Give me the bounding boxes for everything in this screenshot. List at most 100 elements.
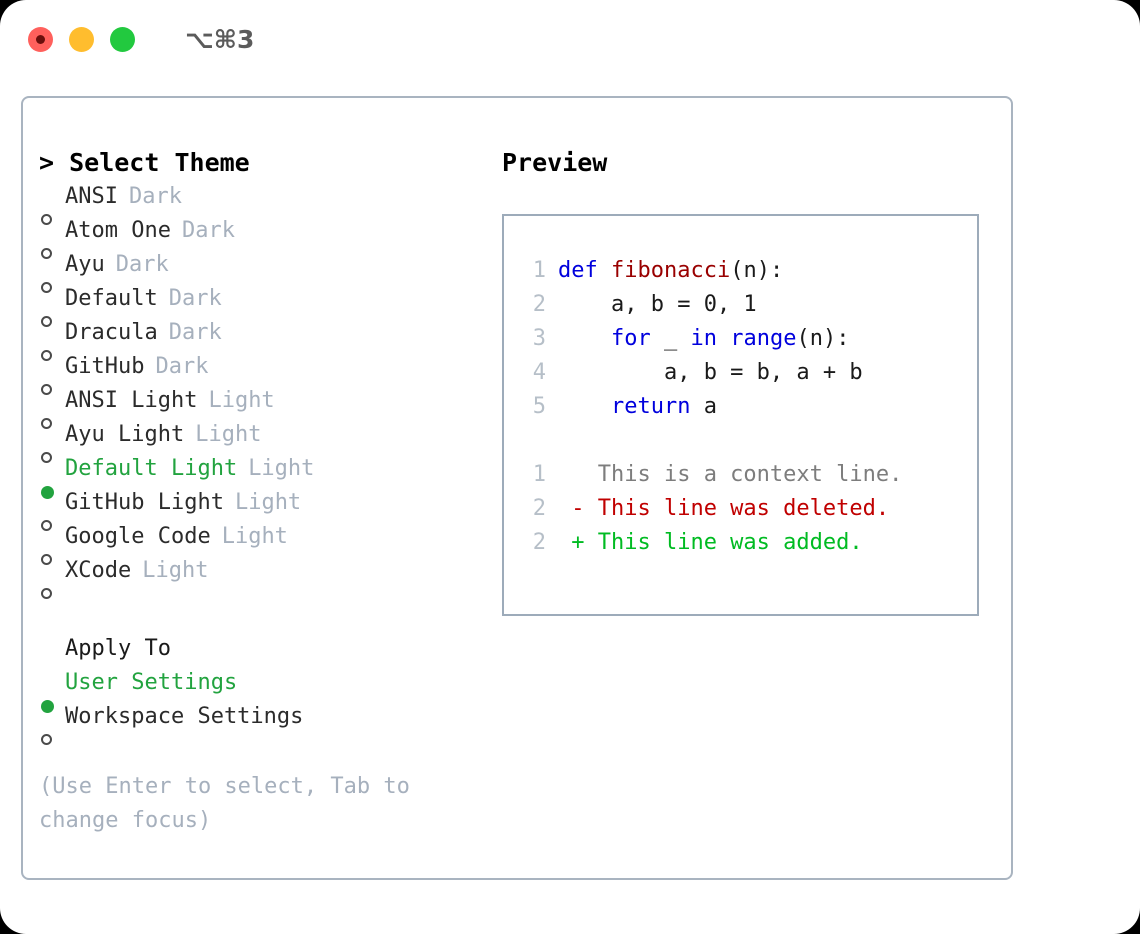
maximize-button-icon[interactable] bbox=[110, 26, 135, 52]
theme-item[interactable]: ANSI Dark bbox=[39, 180, 479, 225]
theme-item[interactable]: Google Code Light bbox=[39, 520, 479, 565]
line-number: 1 bbox=[532, 462, 546, 487]
line-number: 2 bbox=[532, 496, 546, 521]
theme-item[interactable]: ANSI Light Light bbox=[39, 384, 479, 429]
code-line: 4 a, b = b, a + b bbox=[516, 356, 977, 390]
line-number: 1 bbox=[532, 258, 546, 283]
theme-item[interactable]: Default Dark bbox=[39, 282, 479, 327]
diff-line-text: - This line was deleted. bbox=[558, 496, 890, 521]
theme-item[interactable]: GitHub Dark bbox=[39, 350, 479, 395]
theme-item[interactable]: Dracula Dark bbox=[39, 316, 479, 361]
theme-variant-label: Dark bbox=[168, 320, 222, 345]
theme-variant-label: Dark bbox=[115, 252, 169, 277]
code-token: a, b = b, a + b bbox=[558, 360, 863, 385]
code-token: return bbox=[610, 394, 691, 419]
theme-variant-label: Light bbox=[234, 490, 302, 515]
theme-item[interactable]: Atom One Dark bbox=[39, 214, 479, 259]
theme-variant-label: Dark bbox=[155, 354, 209, 379]
theme-label: Default bbox=[65, 286, 158, 311]
theme-variant-label: Light bbox=[142, 558, 209, 583]
code-token: _ bbox=[650, 326, 691, 351]
line-number: 3 bbox=[532, 326, 546, 351]
code-line: 3 for _ in range(n): bbox=[516, 322, 977, 356]
window-controls bbox=[28, 26, 135, 52]
apply-to-option-item[interactable]: User Settings bbox=[39, 666, 479, 713]
theme-item[interactable]: Ayu Dark bbox=[39, 248, 479, 293]
theme-label: Google Code bbox=[65, 524, 211, 549]
theme-variant-label: Dark bbox=[168, 286, 222, 311]
code-line-text: return a bbox=[558, 390, 717, 424]
close-button-icon[interactable] bbox=[28, 26, 53, 52]
code-token: (n): bbox=[796, 326, 850, 351]
diff-line: 2 + This line was added. bbox=[516, 526, 977, 560]
apply-to-option-item[interactable]: Workspace Settings bbox=[39, 700, 479, 745]
keyboard-hint-text: (Use Enter to select, Tab to change focu… bbox=[39, 774, 410, 833]
theme-item[interactable]: GitHub Light Light bbox=[39, 486, 479, 531]
diff-line-text: + This line was added. bbox=[558, 530, 863, 555]
code-line-text: a, b = 0, 1 bbox=[558, 288, 757, 322]
diff-spacer bbox=[516, 424, 977, 458]
theme-label: ANSI Light bbox=[65, 388, 198, 413]
theme-item[interactable]: Default Light Light bbox=[39, 452, 479, 499]
theme-label: Ayu Light bbox=[65, 422, 185, 447]
minimize-button-icon[interactable] bbox=[69, 26, 94, 52]
apply-to-heading: Apply To bbox=[65, 636, 171, 661]
theme-variant-label: Dark bbox=[181, 218, 235, 243]
code-token bbox=[558, 394, 611, 419]
code-token bbox=[598, 258, 611, 283]
code-token: def bbox=[558, 258, 598, 283]
theme-label: Default Light bbox=[65, 456, 238, 481]
code-token: fibonacci bbox=[611, 258, 731, 283]
theme-variant-label: Light bbox=[221, 524, 288, 549]
code-token: (n): bbox=[730, 258, 784, 283]
theme-variant-label: Dark bbox=[128, 184, 182, 209]
apply-to-option-label: Workspace Settings bbox=[65, 704, 304, 729]
theme-label: Atom One bbox=[65, 218, 171, 243]
diff-line-text: This is a context line. bbox=[558, 462, 903, 487]
theme-label: GitHub bbox=[65, 354, 145, 379]
code-line: 2 a, b = 0, 1 bbox=[516, 288, 977, 322]
code-line-text: for _ in range(n): bbox=[558, 322, 849, 356]
theme-label: ANSI bbox=[65, 184, 118, 209]
code-token: in bbox=[690, 326, 717, 351]
code-token: a, b = 0, 1 bbox=[558, 292, 757, 317]
keyboard-shortcut-label: ⌥⌘3 bbox=[185, 24, 255, 54]
theme-variant-label: Light bbox=[248, 456, 315, 481]
select-theme-prompt: > Select Theme bbox=[39, 148, 250, 177]
code-token: for bbox=[610, 326, 651, 351]
diff-line: 1 This is a context line. bbox=[516, 458, 977, 492]
theme-variant-label: Light bbox=[208, 388, 275, 413]
code-line: 5 return a bbox=[516, 390, 977, 424]
line-number: 2 bbox=[532, 530, 546, 555]
preview-title: Preview bbox=[502, 148, 608, 177]
theme-variant-label: Light bbox=[195, 422, 262, 447]
code-token bbox=[558, 326, 611, 351]
theme-item[interactable]: Ayu Light Light bbox=[39, 418, 479, 463]
line-number: 5 bbox=[532, 394, 546, 419]
theme-item[interactable]: XCode Light bbox=[39, 554, 479, 599]
diff-line: 2 - This line was deleted. bbox=[516, 492, 977, 526]
theme-label: XCode bbox=[65, 558, 132, 583]
window-titlebar: ⌥⌘3 bbox=[0, 0, 1140, 78]
section-spacer bbox=[39, 588, 479, 632]
code-line-text: def fibonacci(n): bbox=[558, 254, 783, 288]
code-line: 1 def fibonacci(n): bbox=[516, 254, 977, 288]
code-token bbox=[717, 326, 730, 351]
theme-label: Ayu bbox=[65, 252, 105, 277]
code-token: range bbox=[730, 326, 797, 351]
code-token: a bbox=[690, 394, 717, 419]
line-number: 2 bbox=[532, 292, 546, 317]
apply-to-option-label: User Settings bbox=[65, 670, 238, 695]
line-number: 4 bbox=[532, 360, 546, 385]
theme-label: GitHub Light bbox=[65, 490, 224, 515]
theme-label: Dracula bbox=[65, 320, 158, 345]
code-line-text: a, b = b, a + b bbox=[558, 356, 863, 390]
